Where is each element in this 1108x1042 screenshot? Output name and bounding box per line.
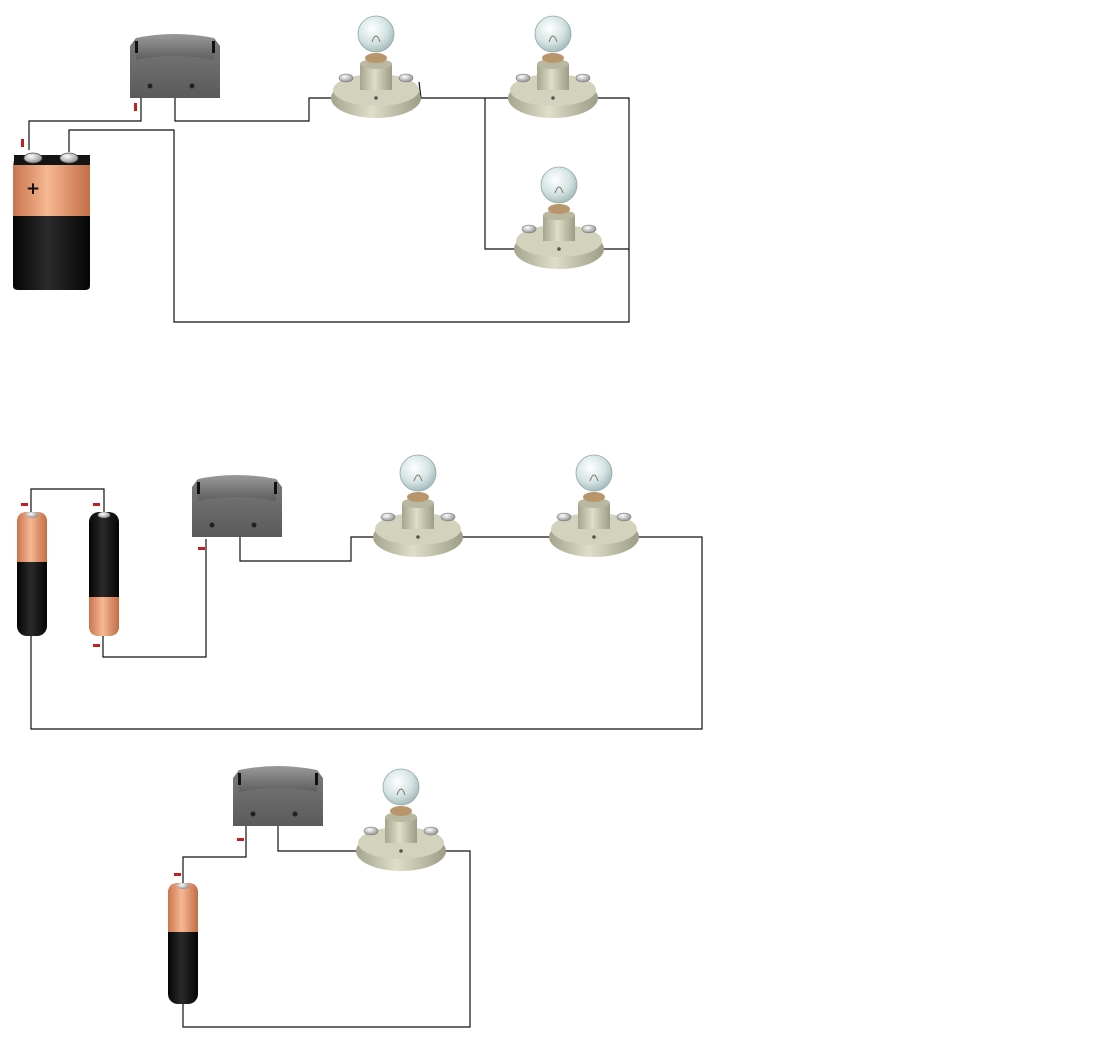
polarity-symbol: + xyxy=(26,179,40,199)
terminal-icon xyxy=(59,152,79,164)
terminal-icon xyxy=(177,883,189,889)
terminal-icon xyxy=(98,512,110,518)
wire xyxy=(484,98,517,250)
wires-circuit-simple xyxy=(182,826,471,1028)
wire xyxy=(28,97,142,150)
bulb-icon xyxy=(399,454,437,492)
wire xyxy=(174,97,335,122)
battery-9v: + xyxy=(13,139,90,290)
wire xyxy=(68,97,630,323)
wires-circuit-series xyxy=(30,488,703,730)
wire xyxy=(239,536,378,562)
lamp xyxy=(356,768,446,871)
wire xyxy=(30,488,105,513)
bulb-icon xyxy=(540,166,578,204)
terminal-icon xyxy=(26,512,38,518)
aa-battery xyxy=(89,503,119,647)
lamp xyxy=(373,454,463,557)
terminal-icon xyxy=(23,152,43,164)
terminal-marker xyxy=(93,644,100,647)
terminal-marker xyxy=(134,103,137,111)
rocker-switch[interactable] xyxy=(192,475,282,550)
lamp xyxy=(331,15,421,118)
wire xyxy=(182,850,471,1028)
wire xyxy=(30,536,703,730)
wire xyxy=(182,826,247,885)
rocker-switch[interactable] xyxy=(233,766,323,841)
wire xyxy=(102,539,207,658)
circuit-series xyxy=(17,454,703,730)
terminal-marker xyxy=(198,547,205,550)
aa-battery xyxy=(17,503,47,636)
terminal-marker xyxy=(21,503,28,506)
lamp xyxy=(508,15,598,118)
rocker-switch[interactable] xyxy=(130,34,220,111)
wire xyxy=(277,826,360,852)
aa-battery xyxy=(168,873,198,1004)
terminal-marker xyxy=(93,503,100,506)
bulb-icon xyxy=(575,454,613,492)
circuit-simple xyxy=(168,766,471,1028)
lamp xyxy=(514,166,604,269)
terminal-marker xyxy=(21,139,24,147)
bulb-icon xyxy=(382,768,420,806)
lamp xyxy=(549,454,639,557)
wires-circuit-parallel xyxy=(28,81,630,323)
bulb-icon xyxy=(357,15,395,53)
circuit-parallel: + xyxy=(13,15,630,323)
terminal-marker xyxy=(237,838,244,841)
wire xyxy=(418,81,509,99)
terminal-marker xyxy=(174,873,181,876)
bulb-icon xyxy=(534,15,572,53)
